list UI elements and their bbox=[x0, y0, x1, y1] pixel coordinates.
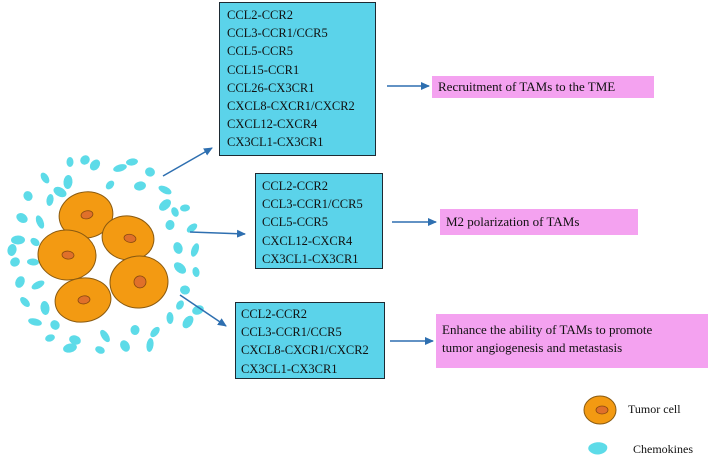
chemokine-panel-1: CCL2-CCR2 CCL3-CCR1/CCR5 CCL5-CCR5 CCL15… bbox=[219, 2, 376, 156]
chemokine-dot bbox=[69, 335, 81, 345]
chemokine-dot bbox=[11, 235, 25, 245]
chemokine-dot bbox=[159, 199, 171, 211]
chemokine-dot bbox=[46, 194, 54, 206]
chemokine-dot bbox=[120, 340, 130, 352]
chemokine-dot bbox=[63, 343, 77, 353]
chemokine-dot bbox=[35, 215, 45, 229]
pair-label: CCL5-CCR5 bbox=[227, 44, 293, 59]
pair-label: CCL15-CCR1 bbox=[227, 62, 300, 77]
chemokine-dot bbox=[130, 325, 140, 335]
pair-label: CCL2-CCR2 bbox=[227, 8, 293, 22]
arrow-to-panel-1 bbox=[162, 147, 213, 177]
chemokine-dot bbox=[28, 318, 42, 326]
pair-label: CXCL8-CXCR1/CXCR2 bbox=[227, 99, 355, 114]
tumor-cell bbox=[54, 277, 112, 323]
chemokine-dot bbox=[16, 213, 28, 223]
chemokine-dot bbox=[180, 204, 190, 212]
chemokine-dot bbox=[95, 346, 105, 354]
chemokine-dot bbox=[190, 243, 200, 257]
chemokine-cloud bbox=[7, 155, 204, 354]
chemokine-dot bbox=[146, 338, 154, 352]
legend-tumor-cell-label: Tumor cell bbox=[628, 402, 681, 416]
chemokine-dot bbox=[80, 155, 90, 165]
pair-label: CX3CL1-CX3CR1 bbox=[262, 251, 359, 266]
pair-label: CXCL8-CXCR1/CXCR2 bbox=[241, 343, 369, 358]
chemokine-dot bbox=[27, 258, 39, 266]
chemokine-dot bbox=[40, 301, 50, 315]
outcome-label: Recruitment of TAMs to the TME bbox=[438, 79, 616, 94]
tumor-cell bbox=[37, 229, 97, 281]
outcome-recruitment: Recruitment of TAMs to the TME bbox=[432, 76, 654, 98]
chemokine-dot bbox=[166, 312, 174, 324]
chemokine-dot bbox=[126, 158, 138, 166]
chemokine-dot bbox=[176, 300, 184, 310]
chemokine-dot bbox=[145, 167, 155, 177]
chemokine-dot bbox=[113, 164, 127, 172]
chemokine-dot bbox=[23, 191, 33, 201]
chemokine-dot bbox=[171, 207, 179, 217]
chemokine-dot bbox=[53, 186, 67, 198]
chemokine-dot bbox=[158, 185, 172, 195]
chemokine-dot bbox=[66, 157, 74, 167]
arrows bbox=[162, 82, 437, 345]
pair-label: CCL26-CX3CR1 bbox=[227, 80, 315, 95]
legend-chemokine-icon bbox=[588, 442, 608, 455]
arrow-to-panel-2 bbox=[189, 229, 246, 238]
pair-label: CX3CL1-CX3CR1 bbox=[241, 361, 338, 376]
chemokine-dot bbox=[10, 257, 20, 267]
pair-label: CX3CL1-CX3CR1 bbox=[227, 135, 324, 150]
chemokine-dot bbox=[180, 285, 190, 295]
outcome-label: M2 polarization of TAMs bbox=[446, 214, 580, 229]
chemokine-panel-2: CCL2-CCR2 CCL3-CCR1/CCR5 CCL5-CCR5 CXCL1… bbox=[255, 173, 383, 269]
chemokine-panel-3: CCL2-CCR2 CCL3-CCR1/CCR5 CXCL8-CXCR1/CXC… bbox=[235, 302, 385, 379]
outcome-angiogenesis-metastasis: Enhance the ability of TAMs to promote t… bbox=[436, 314, 708, 368]
chemokine-dot bbox=[182, 315, 194, 329]
chemokine-dot bbox=[30, 237, 40, 247]
chemokine-dot bbox=[7, 244, 17, 256]
chemokine-dot bbox=[105, 180, 115, 190]
chemokine-dot bbox=[15, 276, 25, 288]
chemokine-dot bbox=[100, 329, 110, 343]
chemokine-dot bbox=[40, 172, 50, 184]
chemokine-dot bbox=[63, 175, 73, 189]
chemokine-dot bbox=[192, 267, 200, 277]
outcome-m2-polarization: M2 polarization of TAMs bbox=[440, 209, 638, 235]
legend-chemokines-label: Chemokines bbox=[633, 442, 693, 456]
pair-label: CCL5-CCR5 bbox=[262, 215, 328, 230]
pair-label: CCL3-CCR1/CCR5 bbox=[227, 26, 328, 41]
chemokine-dot bbox=[150, 326, 160, 338]
arrow-to-panel-3 bbox=[179, 294, 227, 327]
chemokine-dot bbox=[134, 181, 146, 191]
pair-label: CCL2-CCR2 bbox=[262, 179, 328, 193]
chemokine-dot bbox=[173, 242, 183, 254]
chemokine-dot bbox=[20, 297, 30, 307]
outcome-label-line-1: Enhance the ability of TAMs to promote bbox=[442, 322, 653, 337]
chemokine-dot bbox=[89, 159, 101, 171]
chemokine-dot bbox=[31, 280, 45, 290]
tumor-cell bbox=[109, 255, 169, 309]
chemokine-dot bbox=[165, 220, 175, 230]
chemokine-dot bbox=[173, 262, 187, 274]
pair-label: CXCL12-CXCR4 bbox=[262, 233, 353, 248]
chemokine-dot bbox=[192, 305, 204, 315]
pair-label: CCL3-CCR1/CCR5 bbox=[241, 325, 342, 340]
chemokine-dot bbox=[45, 334, 55, 342]
pair-label: CCL2-CCR2 bbox=[241, 307, 307, 321]
legend-tumor-cell-icon bbox=[583, 395, 617, 425]
chemokine-dot bbox=[186, 223, 198, 233]
chemokine-dot bbox=[50, 320, 60, 330]
outcome-label-line-2: tumor angiogenesis and metastasis bbox=[442, 340, 623, 355]
pair-label: CCL3-CCR1/CCR5 bbox=[262, 197, 363, 212]
pair-label: CXCL12-CXCR4 bbox=[227, 117, 318, 132]
tumor-cell-cluster bbox=[37, 191, 169, 323]
